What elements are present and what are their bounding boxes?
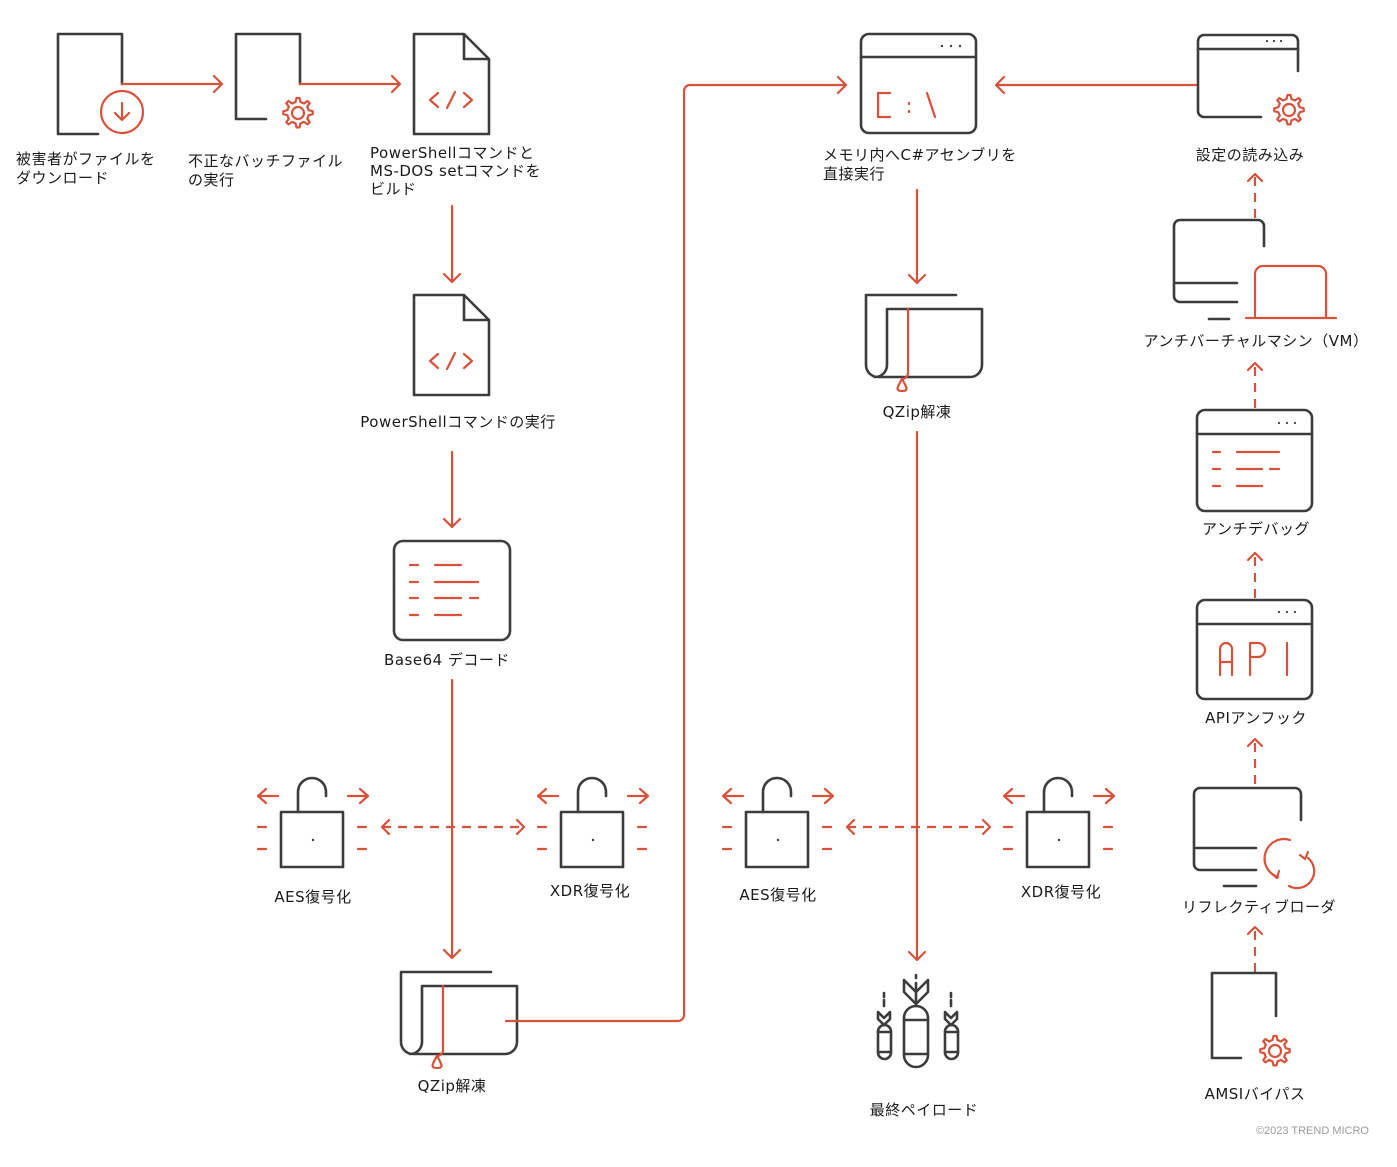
monitor-refresh-icon bbox=[1192, 786, 1316, 890]
unlock-icon bbox=[256, 776, 370, 869]
node-label-apiunhook: APIアンフック bbox=[1205, 709, 1307, 727]
arrow-batch-to-build bbox=[298, 74, 402, 94]
unlock-icon bbox=[1002, 776, 1116, 869]
label-line: ビルド bbox=[370, 180, 417, 198]
archive-icon bbox=[864, 293, 984, 393]
label-line: 不正なバッチファイル bbox=[188, 152, 344, 170]
label-line: 直接実行 bbox=[823, 165, 886, 183]
terminal-window-icon bbox=[859, 32, 978, 135]
node-label-payload: 最終ペイロード bbox=[869, 1101, 979, 1119]
node-label-amsi: AMSIバイパス bbox=[1204, 1085, 1306, 1103]
node-label-antidebug: アンチデバッグ bbox=[1202, 520, 1310, 538]
copyright: ©2023 TREND MICRO bbox=[1255, 1125, 1369, 1137]
file-gear-icon bbox=[1210, 971, 1291, 1067]
arrow-download-to-batch bbox=[120, 74, 224, 94]
window-api-icon bbox=[1195, 598, 1314, 701]
node-label-antivm: アンチバーチャルマシン（VM） bbox=[1143, 332, 1369, 350]
node-label-download: 被害者がファイルを ダウンロード bbox=[16, 150, 156, 188]
arrow-build-to-psexec bbox=[442, 204, 462, 284]
label-line: の実行 bbox=[188, 171, 235, 189]
node-label-base64: Base64 デコード bbox=[384, 651, 510, 669]
window-gear-icon bbox=[1196, 33, 1305, 126]
arrow-psexec-to-base64 bbox=[442, 450, 462, 529]
label-line: メモリ内へC#アセンブリを bbox=[823, 146, 1017, 164]
window-lines-icon bbox=[1195, 408, 1314, 513]
label-line: PowerShellコマンドと bbox=[370, 144, 535, 162]
node-label-ps-exec: PowerShellコマンドの実行 bbox=[360, 413, 556, 431]
node-label-aes1: AES復号化 bbox=[274, 888, 352, 906]
archive-icon bbox=[399, 970, 519, 1070]
code-file-icon bbox=[412, 32, 491, 136]
node-label-config: 設定の読み込み bbox=[1195, 146, 1305, 164]
label-line: ダウンロード bbox=[16, 169, 110, 187]
node-label-csharp: メモリ内へC#アセンブリを 直接実行 bbox=[823, 146, 1017, 184]
arrow-csharp-to-qzip2 bbox=[907, 188, 927, 285]
arrow-qzip2-to-payload bbox=[907, 430, 927, 962]
file-download-icon bbox=[56, 32, 145, 136]
node-label-build: PowerShellコマンドと MS-DOS setコマンドを ビルド bbox=[370, 144, 541, 198]
unlock-icon bbox=[721, 776, 835, 869]
node-label-reflective: リフレクティブローダ bbox=[1181, 898, 1337, 916]
unlock-icon bbox=[536, 776, 650, 869]
code-file-icon bbox=[412, 293, 491, 397]
connector-qzip1-to-csharp bbox=[504, 75, 848, 1023]
label-line: MS-DOS setコマンドを bbox=[370, 162, 541, 180]
file-gear-icon bbox=[234, 32, 314, 129]
monitor-laptop-icon bbox=[1172, 218, 1338, 321]
label-line: 被害者がファイルを bbox=[16, 150, 156, 168]
node-label-qzip1: QZip解凍 bbox=[417, 1077, 487, 1095]
arrow-config-to-csharp bbox=[994, 75, 1198, 95]
node-label-aes2: AES復号化 bbox=[739, 886, 817, 904]
node-label-xdr2: XDR復号化 bbox=[1020, 883, 1102, 901]
arrow-base64-to-qzip1 bbox=[442, 678, 462, 960]
node-label-xdr1: XDR復号化 bbox=[549, 882, 631, 900]
bombs-icon bbox=[876, 973, 960, 1069]
text-lines-icon bbox=[392, 539, 512, 642]
node-label-batch: 不正なバッチファイル の実行 bbox=[188, 152, 343, 190]
node-label-qzip2: QZip解凍 bbox=[882, 403, 952, 421]
